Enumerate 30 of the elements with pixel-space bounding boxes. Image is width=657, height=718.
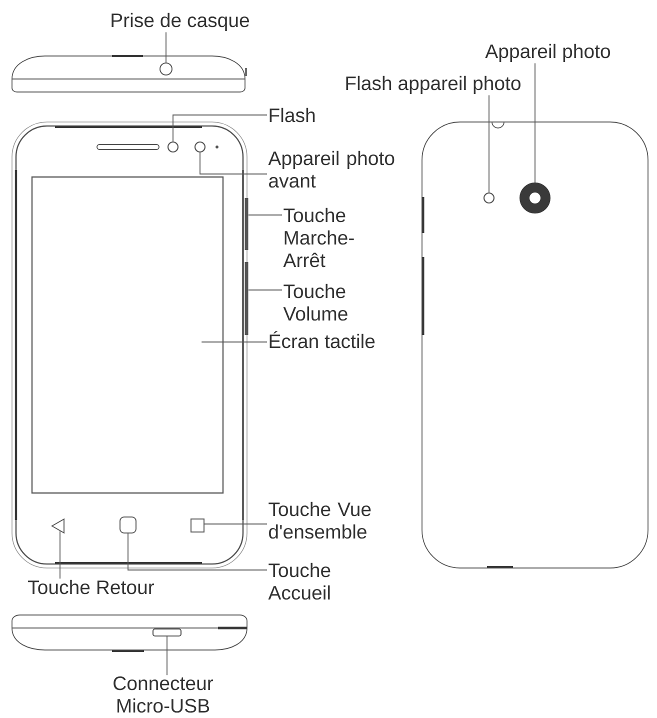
leader-line (200, 152, 268, 174)
part-label: Touche Retour (28, 580, 154, 594)
leader-line (248, 214, 282, 216)
leader-line (166, 636, 168, 676)
usb-port (152, 628, 182, 637)
part-label: Connecteur Micro-USB (114, 676, 214, 713)
leader-line (488, 94, 490, 193)
part-label: Écran tactile (270, 331, 375, 348)
part-label: Touche Marche-Arrêt (283, 208, 354, 268)
part-label: Touche Vue d'ensemble (268, 502, 371, 539)
screen (31, 176, 224, 494)
part-label: Flash appareil photo (346, 76, 520, 94)
part-label: Touche Volume (283, 284, 348, 321)
leader-line (128, 533, 268, 570)
headphone-jack (160, 62, 172, 76)
part-label: Appareil photo (485, 44, 610, 62)
part-label: Flash (270, 108, 315, 122)
side-button (244, 262, 248, 335)
leader-line (172, 114, 268, 142)
part-label: Touche Accueil (268, 562, 330, 600)
part-label: Appareil photo avant (268, 150, 394, 188)
home-key (120, 516, 136, 534)
front-camera (194, 141, 206, 153)
flash-led (483, 192, 495, 204)
leader-line (534, 62, 536, 183)
flash-led (167, 141, 179, 153)
camera-lens (520, 182, 550, 214)
side-button (244, 198, 248, 250)
part-label: Prise de casque (112, 12, 249, 32)
overview-key (190, 518, 204, 532)
